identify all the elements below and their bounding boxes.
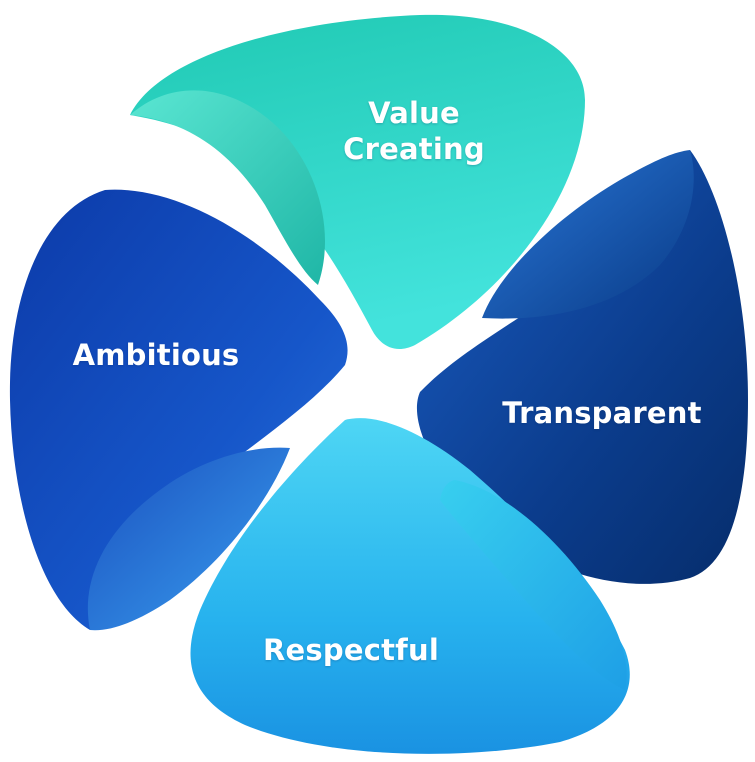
value-creating-petal [130,14,585,350]
value-creating-label-line1: Value [368,96,460,130]
ambitious-petal-body [9,189,348,630]
value-creating-petal-body [130,14,585,350]
transparent-label: Transparent [502,396,702,430]
value-creating-label: Value Creating [294,95,534,167]
ambitious-petal [9,189,348,631]
respectful-petal [190,418,630,754]
value-creating-label-line2: Creating [343,132,485,166]
respectful-petal-body [190,418,630,754]
respectful-label: Respectful [263,633,439,667]
transparent-petal-fold [482,150,694,319]
ambitious-petal-fold [87,447,290,631]
respectful-petal-fold [440,480,627,690]
ambitious-label: Ambitious [72,338,240,372]
value-creating-petal-fold [130,90,326,285]
transparent-petal [416,150,748,584]
